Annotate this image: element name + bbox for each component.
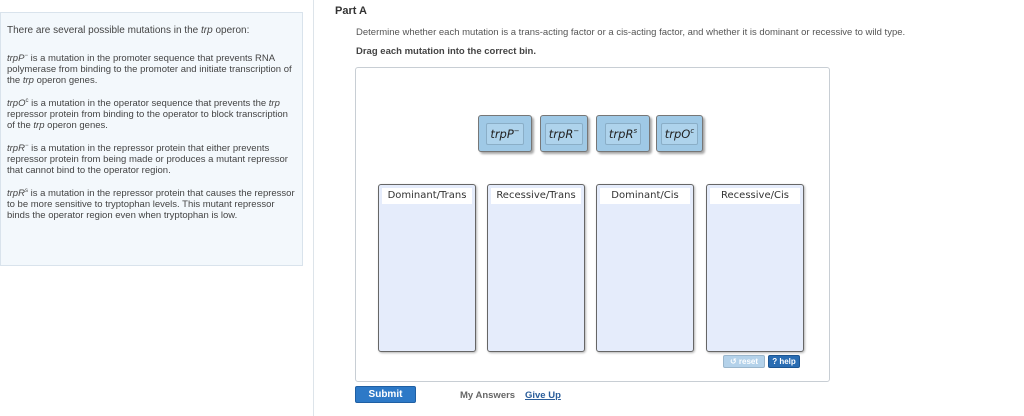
bin-dominant-cis[interactable]: Dominant/Cis <box>596 184 694 352</box>
help-button[interactable]: ? help <box>768 355 800 368</box>
token-trpR-s[interactable]: trpRs <box>596 115 650 152</box>
drag-drop-workspace: trpP− trpR− trpRs trpOc Dominant/Trans R… <box>355 67 830 382</box>
bin-label: Dominant/Cis <box>600 188 690 204</box>
token-label: trpP− <box>486 122 524 145</box>
token-label: trpR− <box>544 122 584 145</box>
intro-text: There are several possible mutations in … <box>7 25 250 36</box>
bin-recessive-cis[interactable]: Recessive/Cis <box>706 184 804 352</box>
part-title: Part A <box>335 5 367 17</box>
mutation-description-trpO: trpOc is a mutation in the operator sequ… <box>7 97 288 131</box>
submit-button[interactable]: Submit <box>355 386 416 403</box>
give-up-link[interactable]: Give Up <box>525 390 561 401</box>
panel-divider <box>313 0 314 416</box>
bin-label: Recessive/Cis <box>710 188 800 204</box>
token-label: trpOc <box>660 122 699 145</box>
reset-button[interactable]: ↺ reset <box>723 355 765 368</box>
bin-label: Dominant/Trans <box>382 188 472 204</box>
bin-dominant-trans[interactable]: Dominant/Trans <box>378 184 476 352</box>
token-label: trpRs <box>604 122 642 145</box>
mutation-description-panel: There are several possible mutations in … <box>0 12 303 266</box>
question-text: Determine whether each mutation is a tra… <box>356 27 906 38</box>
instruction-text: Drag each mutation into the correct bin. <box>356 46 536 57</box>
mutation-description-trpP: trpP− is a mutation in the promoter sequ… <box>7 52 292 86</box>
bin-recessive-trans[interactable]: Recessive/Trans <box>487 184 585 352</box>
bin-label: Recessive/Trans <box>491 188 581 204</box>
mutation-description-trpR-s: trpRs is a mutation in the repressor pro… <box>7 187 295 221</box>
token-trpP-minus[interactable]: trpP− <box>478 115 532 152</box>
my-answers-label: My Answers <box>460 390 516 401</box>
mutation-description-trpR-minus: trpR− is a mutation in the repressor pro… <box>7 142 288 176</box>
token-trpO-c[interactable]: trpOc <box>656 115 703 152</box>
token-trpR-minus[interactable]: trpR− <box>540 115 588 152</box>
